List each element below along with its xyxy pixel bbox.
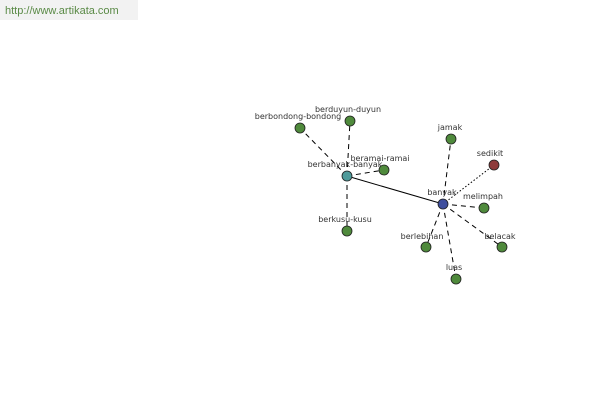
node-melimpah[interactable]: melimpah: [463, 192, 503, 214]
node-dot-berduyun-duyun[interactable]: [344, 115, 356, 127]
node-label-belacak[interactable]: belacak: [484, 232, 515, 241]
node-dot-belacak[interactable]: [496, 241, 508, 253]
node-luas[interactable]: luas: [446, 263, 462, 285]
node-dot-melimpah[interactable]: [478, 202, 490, 214]
node-dot-berbanyak-banyak[interactable]: [341, 170, 353, 182]
node-dot-berlebihan[interactable]: [420, 241, 432, 253]
node-berlebihan[interactable]: berlebihan: [401, 232, 444, 253]
edge-berbanyak-banyak-berbondong-bondong: [299, 127, 348, 177]
node-dot-sedikit[interactable]: [488, 159, 500, 171]
site-url[interactable]: http://www.artikata.com: [0, 0, 138, 20]
node-label-berduyun-duyun[interactable]: berduyun-duyun: [315, 105, 381, 114]
node-label-berbanyak-banyak[interactable]: berbanyak-banyak: [308, 160, 383, 169]
node-dot-berbondong-bondong[interactable]: [294, 122, 306, 134]
node-dot-luas[interactable]: [450, 273, 462, 285]
node-berduyun-duyun[interactable]: berduyun-duyun: [315, 105, 381, 127]
node-label-berkusu-kusu[interactable]: berkusu-kusu: [318, 215, 372, 224]
node-label-jamak[interactable]: jamak: [437, 123, 463, 132]
edge-berbanyak-banyak-banyak: [346, 175, 444, 205]
node-label-luas[interactable]: luas: [446, 263, 462, 272]
node-jamak[interactable]: jamak: [437, 123, 463, 145]
edge-banyak-luas: [442, 203, 457, 280]
node-banyak[interactable]: banyak: [427, 188, 457, 210]
node-belacak[interactable]: belacak: [484, 232, 516, 253]
node-berbondong-bondong[interactable]: berbondong-bondong: [255, 112, 342, 134]
edge-banyak-belacak: [442, 203, 503, 248]
node-beramai-ramai[interactable]: beramai-ramai: [350, 154, 410, 176]
node-label-berlebihan[interactable]: berlebihan: [401, 232, 444, 241]
graph-nodes: banyak berbanyak-banyak berbondong-bondong…: [255, 105, 516, 285]
node-label-beramai-ramai[interactable]: beramai-ramai: [350, 154, 409, 163]
node-label-melimpah[interactable]: melimpah: [463, 192, 503, 201]
graph-edges: [299, 120, 503, 280]
node-dot-banyak[interactable]: [437, 198, 449, 210]
edge-banyak-sedikit: [442, 164, 495, 205]
node-dot-beramai-ramai[interactable]: [378, 164, 390, 176]
node-dot-berkusu-kusu[interactable]: [341, 225, 353, 237]
edge-berbanyak-banyak-beramai-ramai: [346, 169, 385, 177]
node-label-berbondong-bondong[interactable]: berbondong-bondong: [255, 112, 342, 121]
edge-berbanyak-banyak-berduyun-duyun: [346, 120, 351, 177]
edge-banyak-melimpah: [442, 203, 485, 209]
edge-banyak-jamak: [442, 138, 452, 205]
node-sedikit[interactable]: sedikit: [477, 149, 503, 171]
edge-banyak-berlebihan: [425, 203, 444, 248]
node-label-banyak[interactable]: banyak: [427, 188, 457, 197]
node-berbanyak-banyak[interactable]: berbanyak-banyak: [308, 160, 383, 182]
node-label-sedikit[interactable]: sedikit: [477, 149, 503, 158]
node-berkusu-kusu[interactable]: berkusu-kusu: [318, 215, 372, 237]
node-dot-jamak[interactable]: [445, 133, 457, 145]
